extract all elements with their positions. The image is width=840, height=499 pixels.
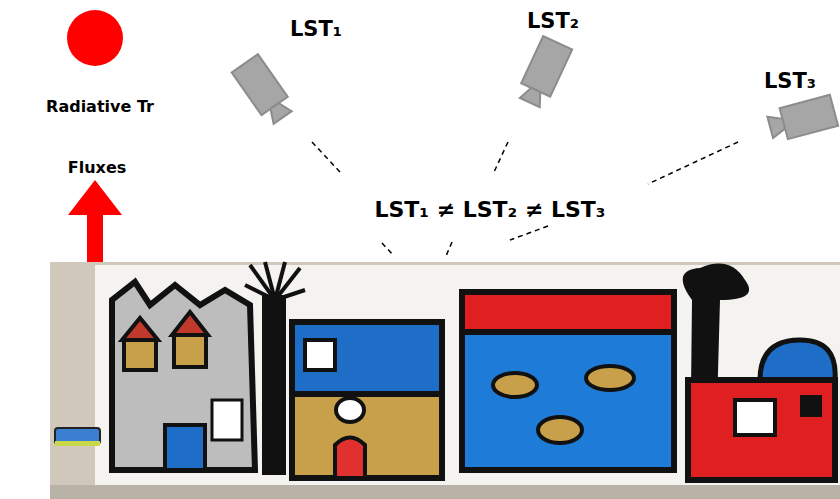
view-lines bbox=[312, 142, 738, 256]
camera bbox=[232, 54, 296, 126]
camera bbox=[515, 36, 572, 109]
label: Fluxes bbox=[68, 159, 127, 177]
label: LST₁ ≠ LST₂ ≠ LST₃ bbox=[374, 198, 605, 222]
label: Radiative Tr bbox=[46, 98, 154, 116]
camera bbox=[766, 95, 838, 143]
painting bbox=[50, 262, 840, 499]
label: LST₂ bbox=[527, 10, 579, 33]
label: LST₁ bbox=[290, 18, 342, 41]
radiation-source bbox=[67, 10, 123, 66]
label: LST₃ bbox=[764, 70, 816, 93]
